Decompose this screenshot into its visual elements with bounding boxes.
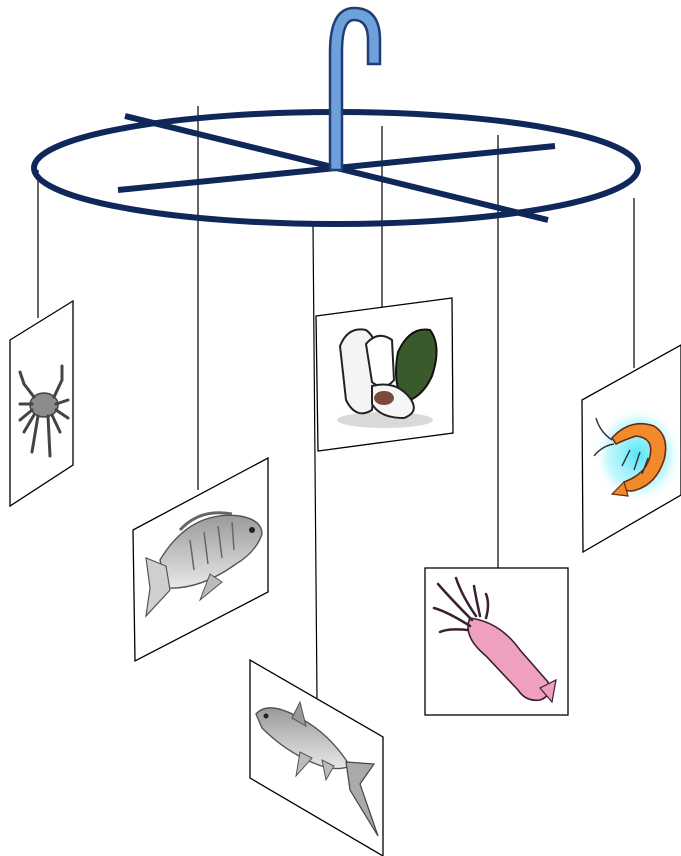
hook-icon bbox=[328, 6, 382, 172]
milkfish-card bbox=[249, 658, 384, 856]
crab-icon bbox=[18, 364, 70, 458]
mussel-icon bbox=[337, 328, 438, 428]
shrimp-card bbox=[581, 344, 681, 554]
squid-icon bbox=[432, 576, 557, 704]
string-milkfish bbox=[312, 224, 318, 699]
crab-card bbox=[9, 299, 74, 508]
fish-icon bbox=[255, 700, 379, 837]
mussel-card bbox=[315, 297, 454, 452]
fish-icon bbox=[145, 511, 263, 618]
shrimp-icon bbox=[593, 407, 681, 503]
squid-card bbox=[424, 567, 569, 716]
tilapia-card bbox=[132, 456, 269, 663]
